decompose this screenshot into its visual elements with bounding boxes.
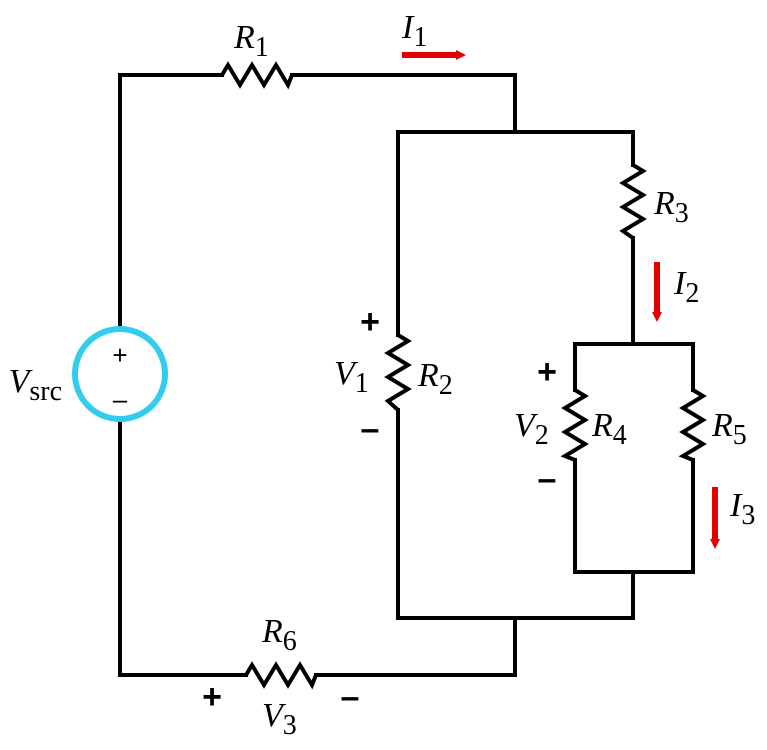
label-r6: R6	[261, 613, 297, 657]
label-v1: V1	[334, 355, 369, 399]
resistor-r1	[220, 61, 294, 90]
label-i1: I1	[401, 9, 427, 53]
wire-top-right	[290, 73, 517, 134]
label-v3: V3	[262, 697, 297, 741]
v3-minus-sign: –	[341, 678, 360, 716]
wire-mid-bottom	[396, 408, 635, 620]
label-r5: R5	[711, 407, 747, 451]
source-label: Vsrc	[9, 363, 62, 407]
current-arrows: I1 I2 I3	[401, 9, 755, 549]
label-i2: I2	[673, 265, 699, 309]
wire-mid-top	[396, 130, 635, 337]
wire-left-lower	[118, 420, 248, 677]
wire-bottom-right	[314, 616, 517, 677]
v2-plus-sign: +	[537, 353, 557, 391]
wire-inner-top	[573, 342, 695, 392]
resistor-r2	[384, 333, 412, 412]
resistor-r5	[678, 388, 707, 462]
resistor-r6	[244, 661, 318, 690]
v3-plus-sign: +	[202, 678, 222, 716]
label-r4: R4	[591, 407, 627, 451]
label-i3: I3	[729, 487, 755, 531]
source-plus-sign: +	[112, 340, 127, 370]
label-v2: V2	[514, 407, 549, 451]
label-r2: R2	[417, 357, 453, 401]
label-r1: R1	[233, 19, 269, 63]
resistor-labels: R1 R2 R3 R4 R5 R6	[233, 19, 747, 657]
source-circle	[72, 326, 168, 422]
label-r3: R3	[653, 185, 689, 229]
resistor-r4	[560, 388, 589, 462]
wires	[118, 73, 695, 677]
wire-left-upper	[118, 73, 224, 327]
wire-inner-bottom	[573, 458, 695, 574]
voltage-labels: + V1 – + V2 – + V3 –	[202, 303, 557, 741]
v2-minus-sign: –	[538, 460, 557, 498]
resistors	[220, 61, 707, 690]
v1-plus-sign: +	[360, 303, 380, 341]
source-minus-sign: –	[113, 384, 128, 414]
resistor-r3	[619, 163, 647, 240]
v1-minus-sign: –	[361, 410, 380, 448]
voltage-source: + – Vsrc	[9, 326, 168, 422]
